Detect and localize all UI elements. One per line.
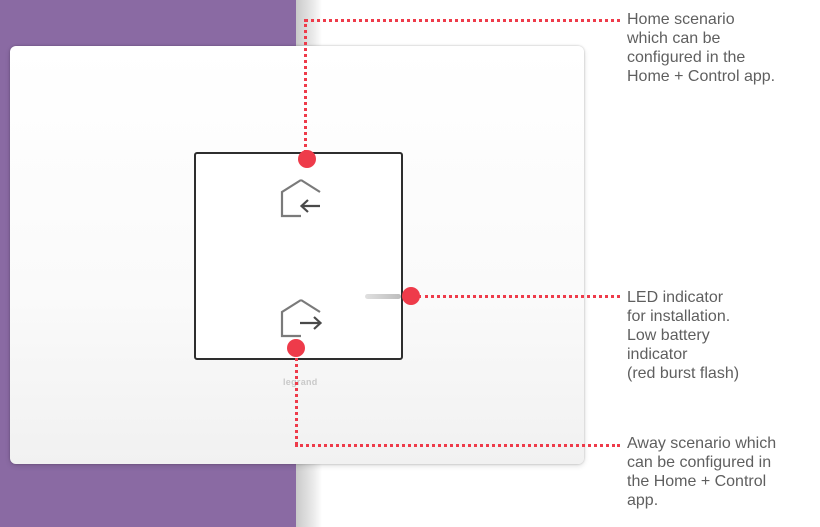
callout-line: Home + Control app. xyxy=(627,68,776,85)
callout-line: Home scenario xyxy=(627,11,735,28)
callout-line: app. xyxy=(627,492,659,509)
callout-line: which can be xyxy=(627,30,721,47)
callout-line: for installation. xyxy=(627,308,731,325)
away-marker-dot xyxy=(287,339,305,357)
brand-logo: legrand xyxy=(283,377,318,387)
callout-line: (red burst flash) xyxy=(627,365,740,382)
led-marker-dot xyxy=(402,287,420,305)
callout-line: can be configured in xyxy=(627,454,772,471)
callout-line: Away scenario which xyxy=(627,435,777,452)
led-indicator xyxy=(365,294,401,299)
home-marker-dot xyxy=(298,150,316,168)
home-scenario-callout: Home scenario which can be configured in… xyxy=(627,10,775,86)
home-leave-icon[interactable] xyxy=(280,298,324,338)
led-indicator-callout: LED indicator for installation. Low batt… xyxy=(627,288,739,383)
home-leader-horizontal xyxy=(305,19,620,22)
callout-line: Low battery xyxy=(627,327,710,344)
home-arrive-icon[interactable] xyxy=(280,178,324,218)
callout-line: configured in the xyxy=(627,49,746,66)
callout-line: the Home + Control xyxy=(627,473,767,490)
away-scenario-callout: Away scenario which can be configured in… xyxy=(627,434,776,510)
scenario-button-panel[interactable] xyxy=(194,152,403,360)
callout-line: LED indicator xyxy=(627,289,724,306)
callout-line: indicator xyxy=(627,346,688,363)
